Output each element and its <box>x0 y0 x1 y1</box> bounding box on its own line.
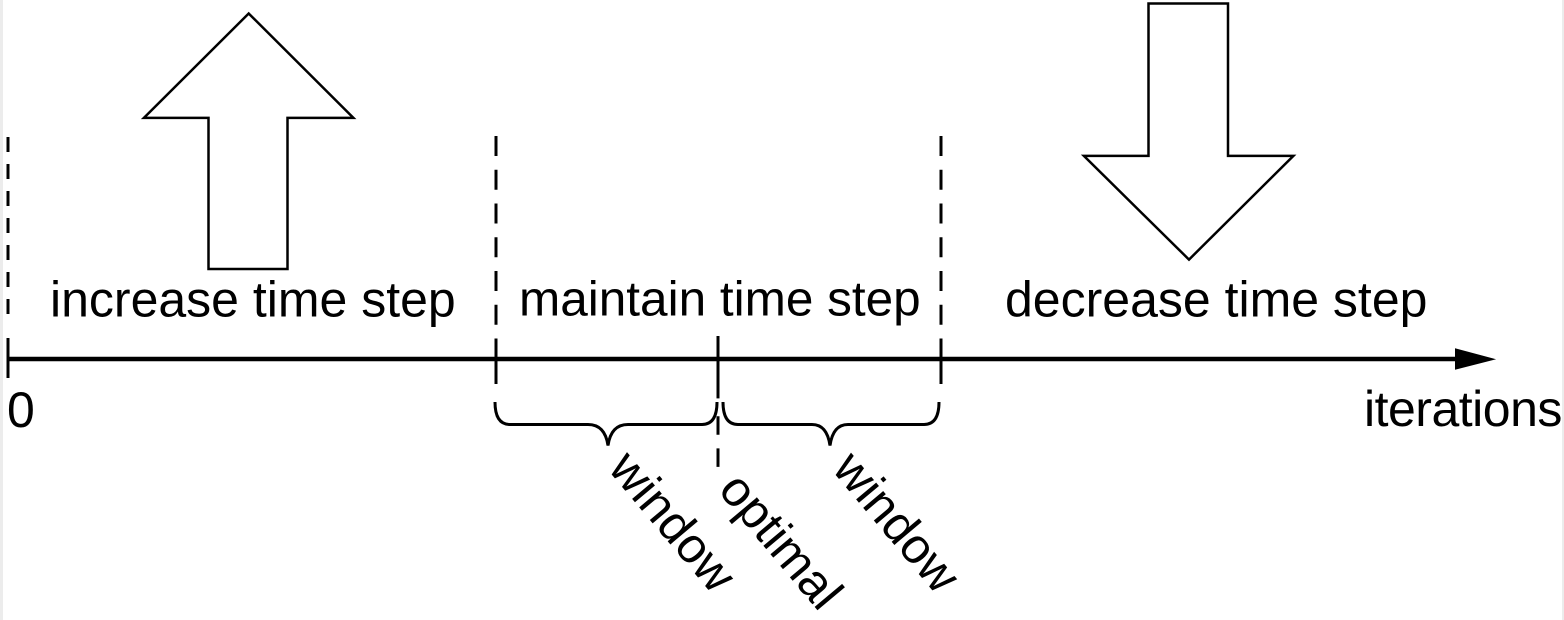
svg-text:0: 0 <box>7 382 35 438</box>
svg-text:increase time step: increase time step <box>50 272 456 328</box>
svg-text:window: window <box>598 440 747 603</box>
svg-text:maintain time step: maintain time step <box>519 272 921 327</box>
svg-text:decrease time step: decrease time step <box>1005 272 1427 328</box>
svg-text:iterations: iterations <box>1364 381 1562 437</box>
